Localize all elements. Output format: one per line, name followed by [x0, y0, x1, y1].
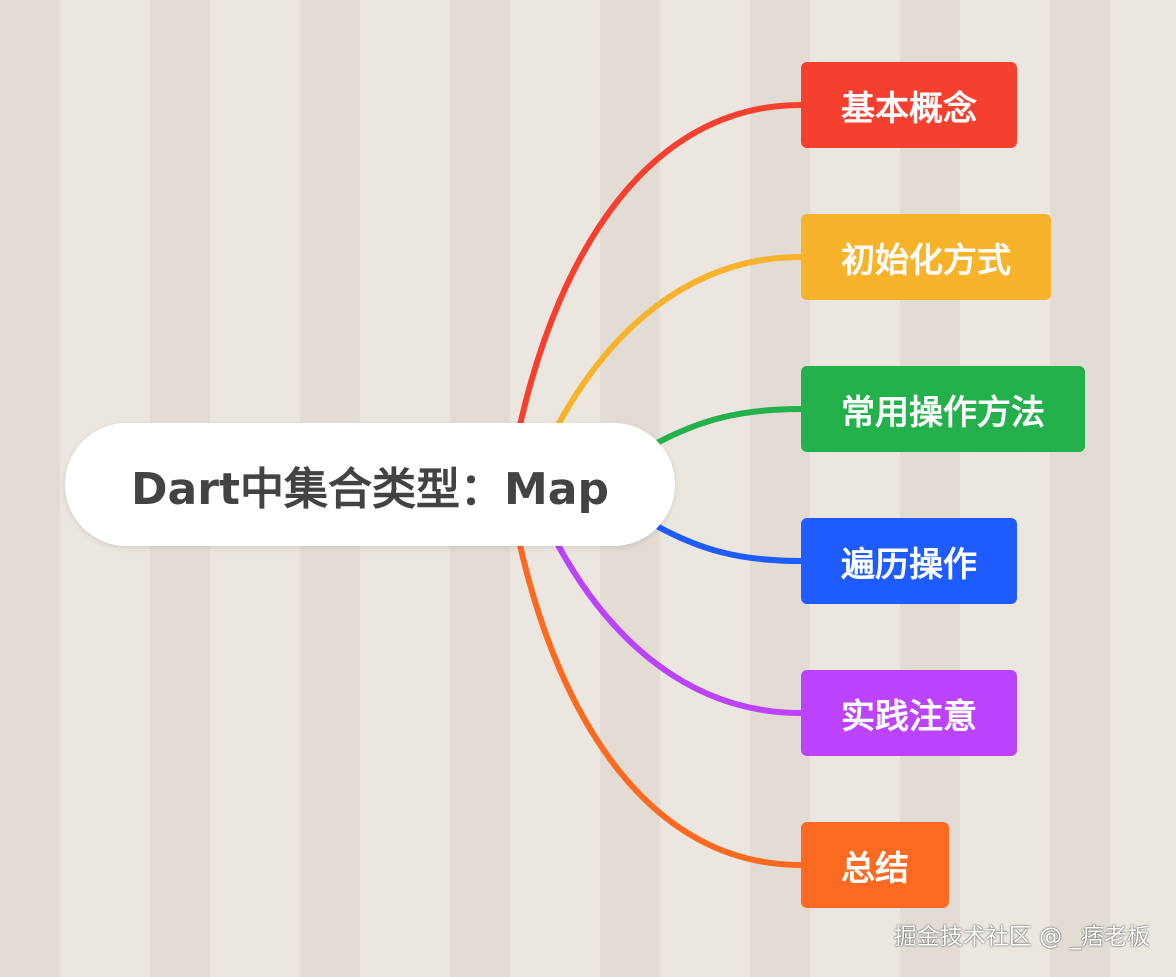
branch-node-iteration[interactable]: 遍历操作: [801, 518, 1017, 604]
connector-iteration: [652, 522, 804, 564]
branch-node-summary[interactable]: 总结: [801, 822, 949, 908]
branch-label: 实践注意: [841, 696, 977, 737]
branch-node-practice-notes[interactable]: 实践注意: [801, 670, 1017, 756]
branch-label: 遍历操作: [841, 544, 977, 585]
root-topic-node[interactable]: Dart中集合类型：Map: [65, 423, 675, 546]
connector-initialization: [555, 254, 804, 428]
branch-node-basic-concepts[interactable]: 基本概念: [801, 62, 1017, 148]
watermark-text: 掘金技术社区 @ _痞老板: [893, 924, 1150, 950]
root-topic-label: Dart中集合类型：Map: [131, 463, 609, 515]
connector-summary: [517, 542, 804, 868]
connector-basic-concepts: [517, 102, 804, 428]
branch-node-common-operations[interactable]: 常用操作方法: [801, 366, 1085, 452]
branch-label: 总结: [841, 848, 909, 889]
connector-practice-notes: [555, 542, 804, 716]
connector-common-operations: [652, 406, 804, 447]
branch-node-initialization[interactable]: 初始化方式: [801, 214, 1051, 300]
branch-label: 基本概念: [841, 88, 977, 129]
branch-label: 初始化方式: [841, 240, 1011, 281]
branch-label: 常用操作方法: [841, 392, 1045, 433]
